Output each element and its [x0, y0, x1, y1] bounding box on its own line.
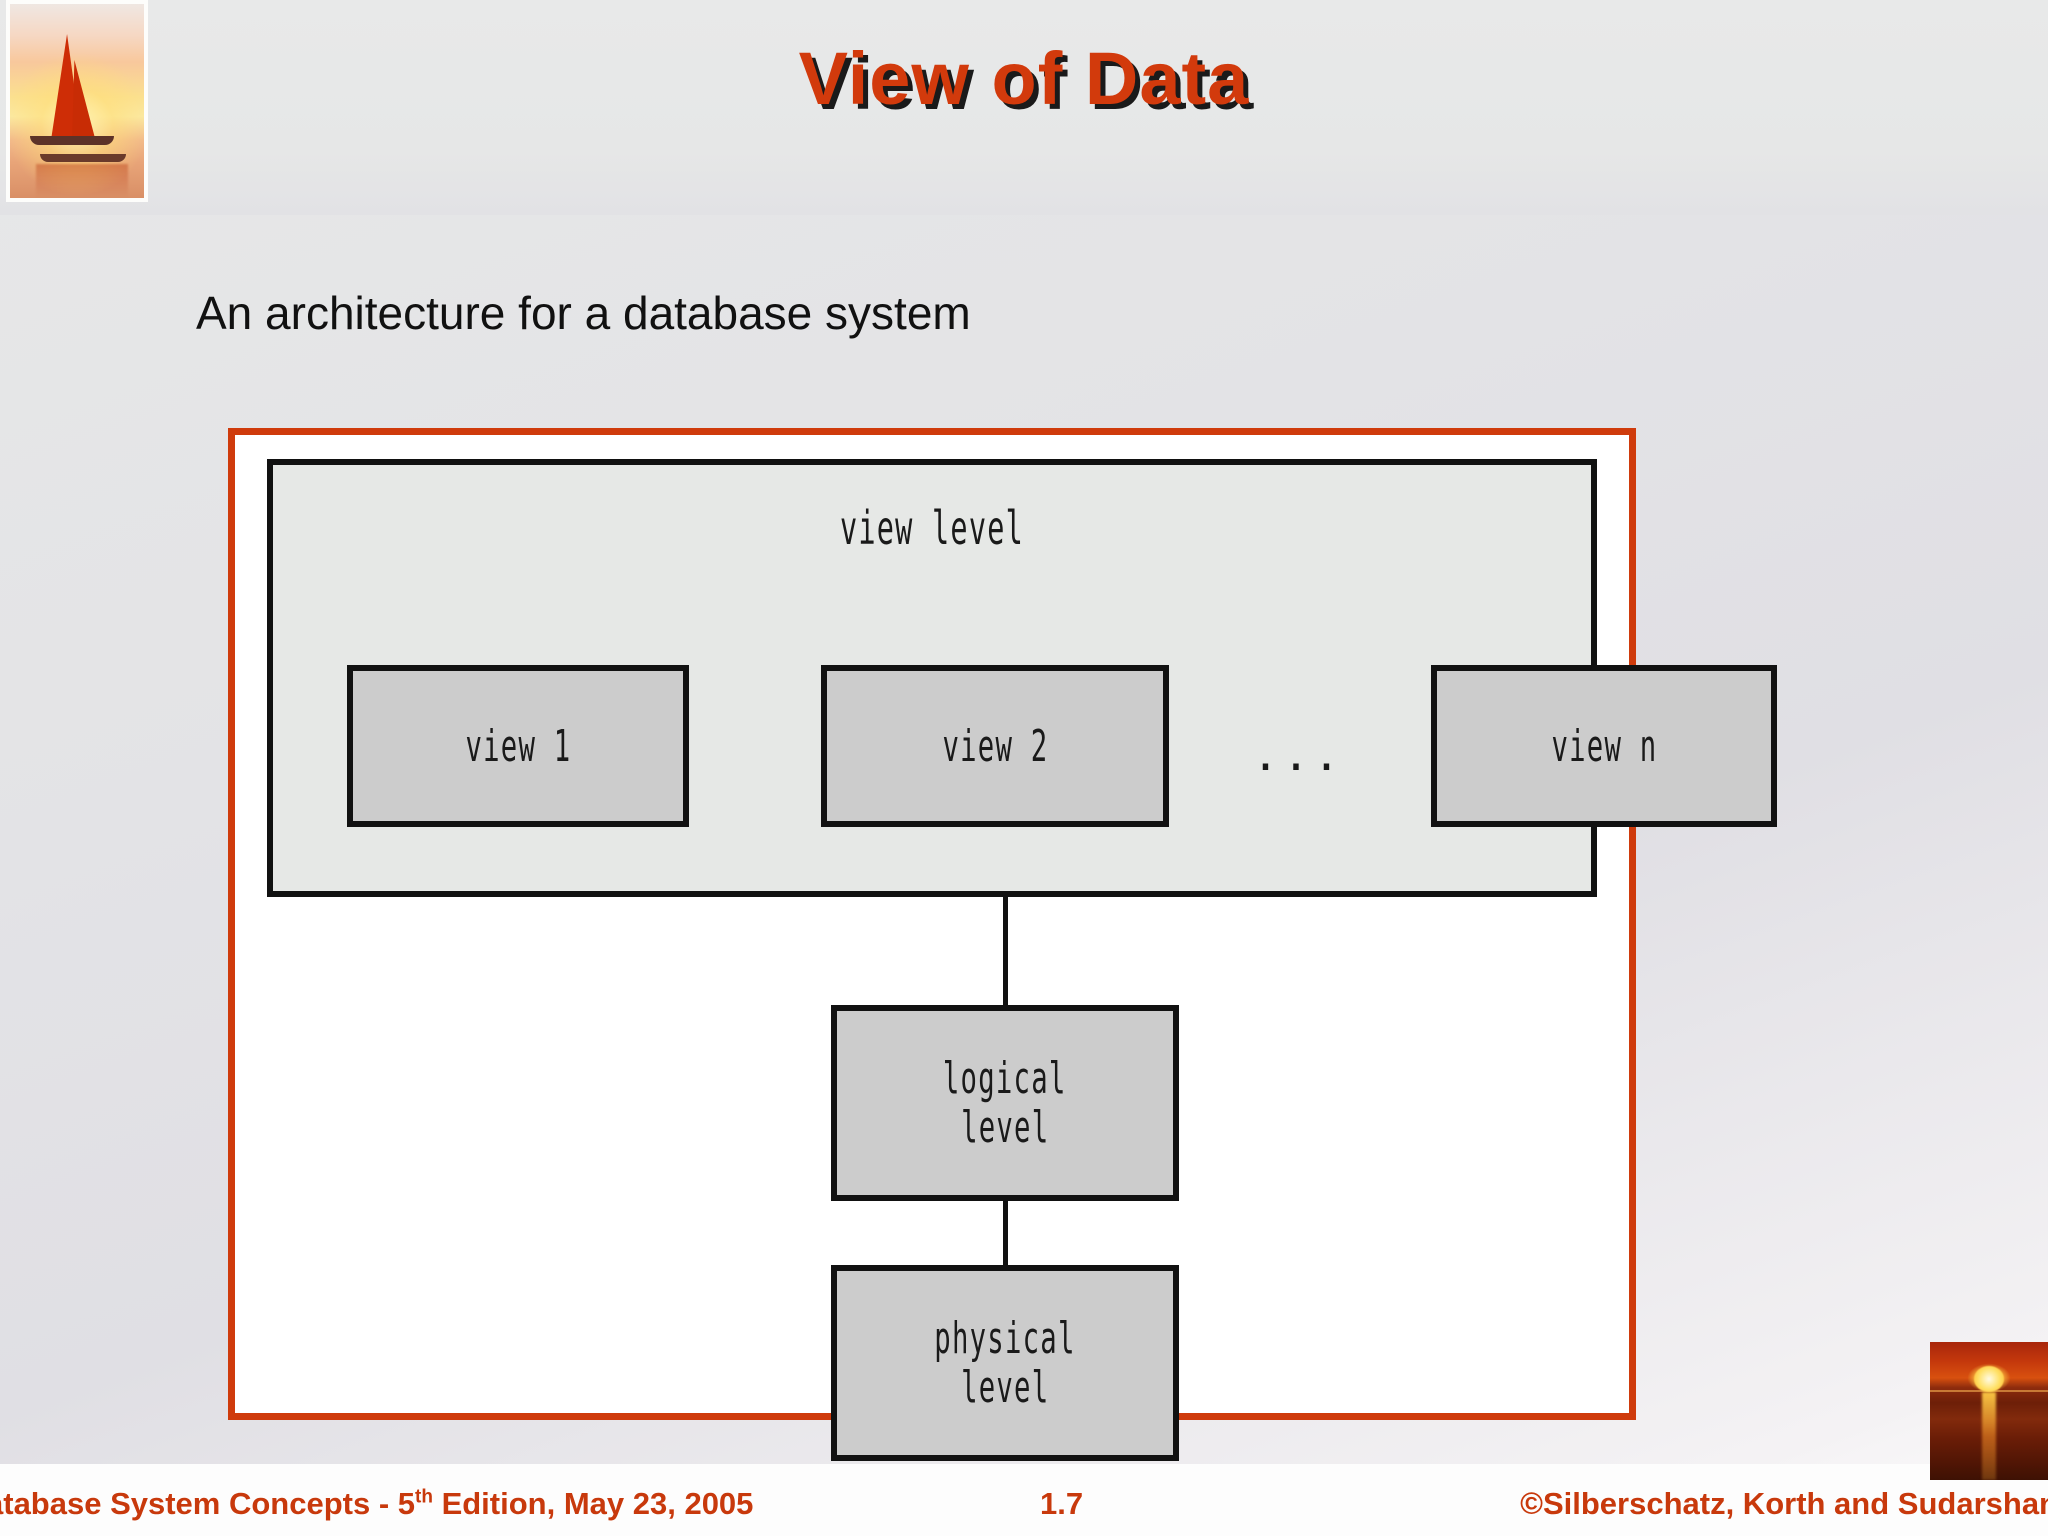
- connector-view-to-logical: [1003, 897, 1008, 1007]
- physical-level-box: physical level: [831, 1265, 1179, 1461]
- sailboat-hull: [30, 136, 114, 145]
- sun-icon: [1974, 1366, 2004, 1392]
- header-band: [0, 0, 2048, 215]
- view-1-label: view 1: [464, 720, 571, 772]
- physical-level-label-line1: physical: [934, 1312, 1076, 1364]
- sailboat-sunset-photo: [6, 0, 148, 202]
- sun-reflection: [1982, 1392, 1996, 1480]
- page-title: View of Data: [798, 37, 1250, 120]
- view-1-box: view 1: [347, 665, 689, 827]
- view-n-box: view n: [1431, 665, 1777, 827]
- slide-footer: atabase System Concepts - 5th Edition, M…: [0, 1464, 2048, 1536]
- footer-source-suffix: Edition, May 23, 2005: [432, 1486, 754, 1521]
- view-level-container: view level view 1 view 2 ... view n: [267, 459, 1777, 897]
- logical-level-box: logical level: [831, 1005, 1179, 1201]
- view-level-label: view level: [839, 501, 1025, 555]
- logical-level-label-line2: level: [960, 1102, 1050, 1153]
- view-2-box: view 2: [821, 665, 1169, 827]
- sailboat-outrigger: [40, 154, 126, 162]
- footer-edition-ordinal: th: [415, 1486, 433, 1508]
- logical-level-label-line1: logical: [943, 1052, 1067, 1104]
- view-n-label: view n: [1550, 720, 1657, 772]
- page-number: 1.7: [1040, 1486, 1084, 1521]
- ocean-sunset-photo: [1930, 1342, 2048, 1480]
- physical-level-label-line2: level: [960, 1362, 1050, 1413]
- view-2-label: view 2: [941, 720, 1048, 772]
- footer-copyright: ©Silberschatz, Korth and Sudarshan: [1520, 1486, 2048, 1521]
- architecture-diagram: view level view 1 view 2 ... view n logi…: [228, 428, 1777, 1461]
- views-ellipsis: ...: [1252, 730, 1344, 781]
- connector-logical-to-physical: [1003, 1199, 1008, 1267]
- footer-source-prefix: atabase System Concepts - 5: [0, 1486, 416, 1521]
- footer-source-text: atabase System Concepts - 5th Edition, M…: [0, 1486, 753, 1522]
- sailboat-reflection: [36, 164, 128, 198]
- slide-subtitle: An architecture for a database system: [196, 287, 971, 339]
